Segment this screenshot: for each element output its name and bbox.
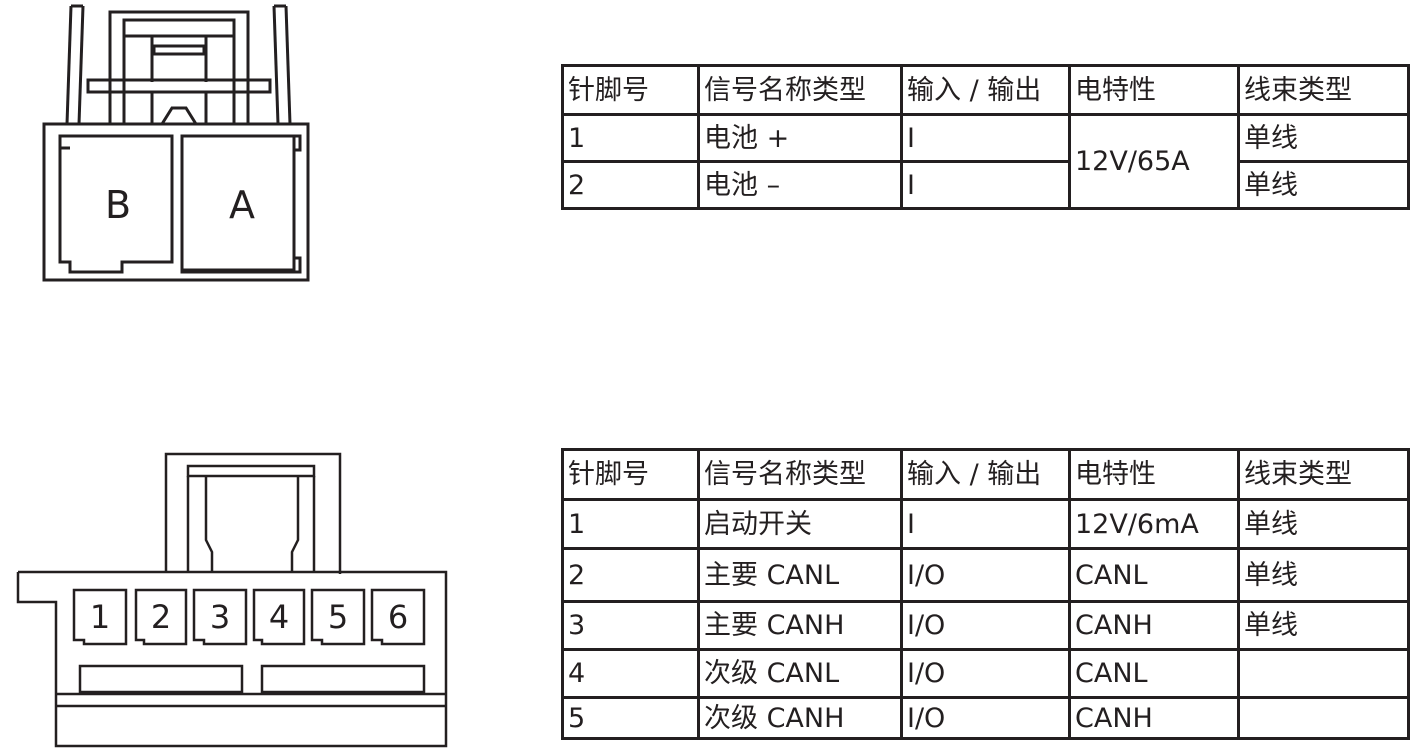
cell-wire xyxy=(1237,648,1410,699)
connector-diagrams: B A 1 2 3 4 5 6 xyxy=(16,4,448,748)
cell-wire: 单线 xyxy=(1237,113,1410,163)
header-electrical: 电特性 xyxy=(1068,448,1240,501)
connector-a-drawing xyxy=(42,4,310,282)
cell-pin: 5 xyxy=(561,696,700,740)
cell-wire: 单线 xyxy=(1237,160,1410,210)
header-signal: 信号名称类型 xyxy=(697,64,903,116)
cell-pin: 3 xyxy=(561,600,700,651)
pin-label-2: 2 xyxy=(151,598,171,636)
cell-electrical: 12V/65A xyxy=(1068,113,1240,210)
header-electrical: 电特性 xyxy=(1068,64,1240,116)
connector-b-pin-cells xyxy=(72,588,426,646)
table-row: 5 次级 CANH I/O CANH xyxy=(561,696,1410,740)
table-header-row: 针脚号 信号名称类型 输入 / 输出 电特性 线束类型 xyxy=(561,448,1410,501)
cell-pin: 2 xyxy=(561,160,700,210)
header-io: 输入 / 输出 xyxy=(900,448,1071,501)
header-wire: 线束类型 xyxy=(1237,64,1410,116)
cell-wire xyxy=(1237,696,1410,740)
cell-wire: 单线 xyxy=(1237,498,1410,550)
cell-signal: 电池 + xyxy=(697,113,903,163)
cell-electrical: CANH xyxy=(1068,696,1240,740)
cell-electrical: CANH xyxy=(1068,600,1240,651)
cell-io: I/O xyxy=(900,600,1071,651)
cavity-label-b: B xyxy=(105,183,131,227)
header-io: 输入 / 输出 xyxy=(900,64,1071,116)
cell-pin: 2 xyxy=(561,547,700,603)
cell-io: I/O xyxy=(900,648,1071,699)
header-pin: 针脚号 xyxy=(561,448,700,501)
cell-electrical: 12V/6mA xyxy=(1068,498,1240,550)
cell-io: I xyxy=(900,113,1071,163)
cell-electrical: CANL xyxy=(1068,547,1240,603)
table-row: 1 电池 + I 12V/65A 单线 xyxy=(561,113,1410,210)
cavity-label-a: A xyxy=(229,183,255,227)
table-row: 3 主要 CANH I/O CANH 单线 xyxy=(561,600,1410,651)
cell-signal: 次级 CANH xyxy=(697,696,903,740)
pinout-table-a: 针脚号 信号名称类型 输入 / 输出 电特性 线束类型 1 电池 + I 12V… xyxy=(561,64,1410,210)
cell-pin: 4 xyxy=(561,648,700,699)
connector-b-drawing xyxy=(16,452,448,748)
cell-io: I/O xyxy=(900,547,1071,603)
table-row: 1 启动开关 I 12V/6mA 单线 xyxy=(561,498,1410,550)
cell-signal: 启动开关 xyxy=(697,498,903,550)
pin-label-1: 1 xyxy=(90,598,110,636)
cell-wire: 单线 xyxy=(1237,600,1410,651)
cell-io: I xyxy=(900,160,1071,210)
table-row: 2 主要 CANL I/O CANL 单线 xyxy=(561,547,1410,603)
table-header-row: 针脚号 信号名称类型 输入 / 输出 电特性 线束类型 xyxy=(561,64,1410,116)
table-row: 4 次级 CANL I/O CANL xyxy=(561,648,1410,699)
pinout-table-b: 针脚号 信号名称类型 输入 / 输出 电特性 线束类型 1 启动开关 I 12V… xyxy=(561,448,1410,740)
cell-wire: 单线 xyxy=(1237,547,1410,603)
pin-label-6: 6 xyxy=(388,598,408,636)
pin-label-4: 4 xyxy=(269,598,289,636)
cell-pin: 1 xyxy=(561,113,700,163)
cell-signal: 次级 CANL xyxy=(697,648,903,699)
cell-pin: 1 xyxy=(561,498,700,550)
cell-signal: 主要 CANH xyxy=(697,600,903,651)
cell-io: I/O xyxy=(900,696,1071,740)
cell-io: I xyxy=(900,498,1071,550)
pin-label-5: 5 xyxy=(328,598,348,636)
cell-electrical: CANL xyxy=(1068,648,1240,699)
table-row: 2 电池 – I 单线 xyxy=(561,160,1410,210)
pin-label-3: 3 xyxy=(210,598,230,636)
header-signal: 信号名称类型 xyxy=(697,448,903,501)
cell-signal: 主要 CANL xyxy=(697,547,903,603)
header-wire: 线束类型 xyxy=(1237,448,1410,501)
header-pin: 针脚号 xyxy=(561,64,700,116)
cell-signal: 电池 – xyxy=(697,160,903,210)
